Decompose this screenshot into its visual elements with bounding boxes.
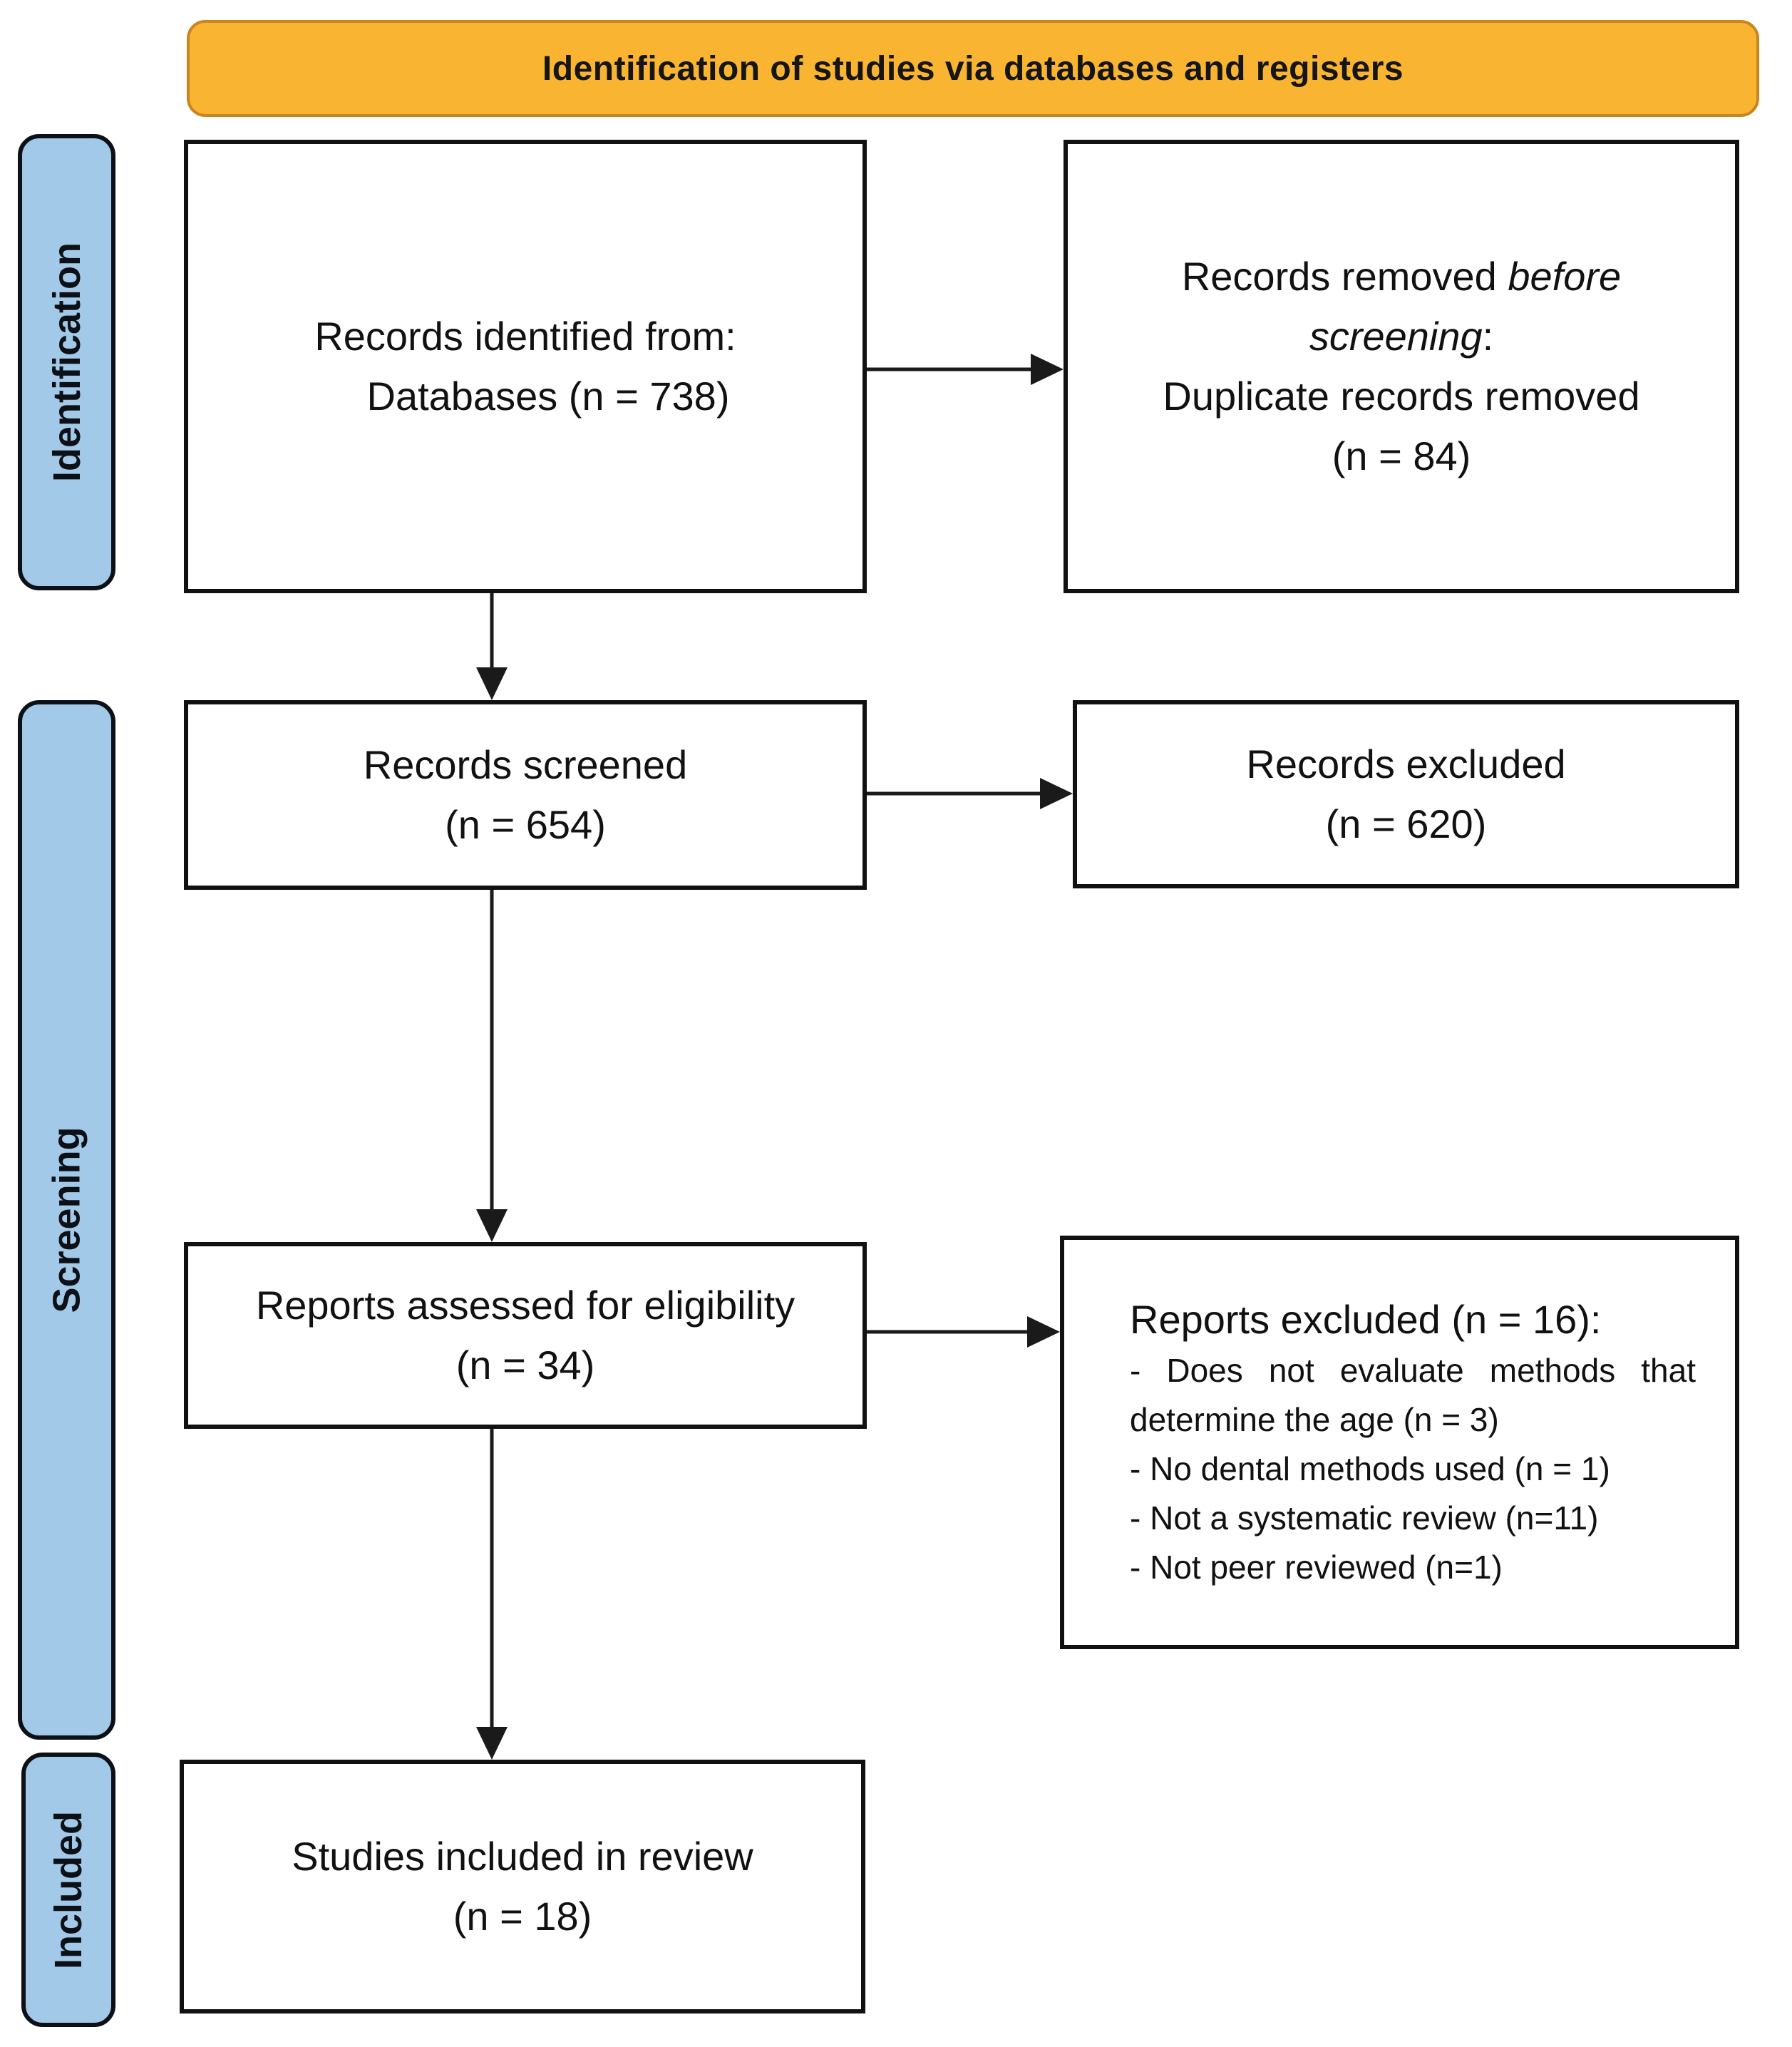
records-removed-line1-italic: before [1508,254,1622,299]
stage-screening: Screening [18,700,115,1740]
studies-included-line2: (n = 18) [453,1894,592,1939]
arrow-identified-to-removed [867,354,1064,385]
reports-excluded-reason: - Does not evaluate methods that determi… [1130,1352,1696,1439]
reports-excluded-reason: - No dental methods used (n = 1) [1130,1450,1610,1488]
arrow-assessed-to-included [476,1429,508,1760]
reports-assessed-line1: Reports assessed for eligibility [255,1283,795,1328]
banner-title: Identification of studies via databases … [187,20,1759,117]
stage-included-label: Included [47,1810,91,1969]
box-records-screened: Records screened (n = 654) [184,700,867,890]
records-removed-line1: Records removed before [1182,247,1621,307]
records-identified-line2: Databases (n = 738) [366,374,730,419]
records-removed-line2: screening: [1309,307,1493,366]
box-records-identified: Records identified from: Databases (n = … [184,140,867,593]
records-removed-line2-suffix: : [1482,314,1494,359]
reports-assessed-line2: (n = 34) [455,1343,595,1387]
box-reports-excluded: Reports excluded (n = 16): - Does not ev… [1060,1236,1739,1649]
arrow-screened-to-excluded [867,778,1073,809]
stage-identification-label: Identification [45,242,88,482]
records-excluded-line1: Records excluded [1246,742,1566,786]
records-removed-line1-text: Records removed [1181,254,1508,299]
box-reports-assessed: Reports assessed for eligibility (n = 34… [184,1242,867,1429]
records-removed-line3: Duplicate records removed [1163,374,1640,419]
records-removed-line4: (n = 84) [1332,433,1471,478]
records-screened-line1: Records screened [363,742,688,787]
box-records-excluded: Records excluded (n = 620) [1073,700,1739,888]
records-screened-line2: (n = 654) [445,802,606,847]
box-records-removed: Records removed before screening: Duplic… [1064,140,1739,593]
stage-included: Included [21,1753,115,2027]
stage-identification: Identification [18,134,115,590]
records-excluded-line2: (n = 620) [1325,801,1487,846]
box-studies-included: Studies included in review (n = 18) [180,1760,865,2013]
arrow-identified-to-screened [476,593,508,700]
reports-excluded-reason: - Not peer reviewed (n=1) [1130,1549,1503,1586]
reports-excluded-reason: - Not a systematic review (n=11) [1130,1499,1599,1537]
reports-excluded-heading: Reports excluded (n = 16): [1130,1296,1602,1342]
arrow-assessed-to-reports-excluded [867,1316,1060,1348]
records-identified-line1: Records identified from: [314,314,736,359]
records-removed-line2-italic: screening [1309,314,1483,359]
studies-included-line1: Studies included in review [292,1834,753,1879]
arrow-screened-to-assessed [476,890,508,1242]
stage-screening-label: Screening [45,1127,88,1313]
